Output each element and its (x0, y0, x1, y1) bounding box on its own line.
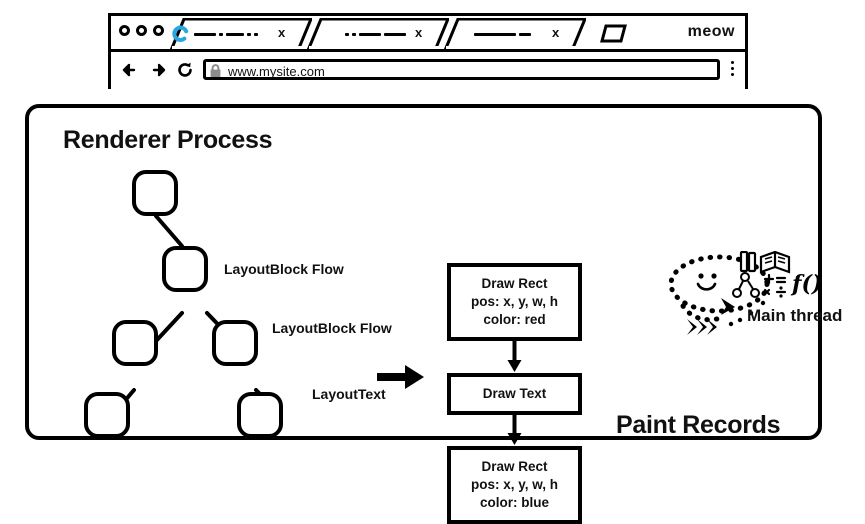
layout-tree-node-root[interactable] (132, 170, 178, 216)
layout-tree-diagram: LayoutBlock Flow LayoutBlock Flow Layout… (84, 168, 414, 438)
renderer-process-title: Renderer Process (63, 126, 273, 154)
layout-tree-label-block-flow-2: LayoutBlock Flow (272, 320, 392, 336)
layout-tree-node-text-1[interactable] (84, 392, 130, 438)
paint-record-3-line-3: color: blue (479, 495, 549, 510)
browser-window: x x x (108, 13, 748, 89)
paint-record-3-line-2: pos: x, y, w, h (470, 477, 558, 492)
tab-3-close-icon[interactable]: x (552, 25, 560, 40)
main-thread-label: Main thread (747, 306, 843, 325)
browser-brand-label: meow (687, 23, 735, 40)
paint-record-2-line-1: Draw Text (482, 386, 547, 401)
paint-record-box-3[interactable]: Draw Rect pos: x, y, w, h color: blue (447, 446, 582, 524)
window-control-dot-3[interactable] (153, 25, 164, 36)
url-text[interactable]: www.mysite.com (228, 64, 325, 79)
paint-record-1-line-2: pos: x, y, w, h (470, 294, 558, 309)
layout-tree-node-block-3[interactable] (212, 320, 258, 366)
browser-tab-3[interactable]: x (434, 18, 586, 49)
layout-tree-node-text-2[interactable] (237, 392, 283, 438)
layout-tree-node-block-1[interactable] (162, 246, 208, 292)
paint-record-3-line-1: Draw Rect (481, 459, 548, 474)
paint-record-1-line-1: Draw Rect (481, 276, 548, 291)
tab-favicon-spinner-icon (172, 25, 189, 42)
layout-tree-node-block-2[interactable] (112, 320, 158, 366)
tab-3-title (474, 29, 531, 39)
right-arrow-icon (377, 364, 425, 390)
window-controls[interactable] (119, 25, 164, 36)
new-tab-icon[interactable] (597, 23, 627, 43)
window-control-dot-1[interactable] (119, 25, 130, 36)
overflow-menu-icon[interactable] (731, 61, 734, 76)
renderer-process-frame: Renderer Process LayoutBlock Flow Layout… (25, 104, 842, 524)
paint-record-1-line-3: color: red (483, 312, 546, 327)
tab-1-close-icon[interactable]: x (278, 25, 286, 40)
main-thread-blob-icon: f() (668, 250, 822, 335)
forward-arrow-icon[interactable] (149, 61, 167, 79)
reload-icon[interactable] (176, 61, 194, 79)
paint-record-box-1[interactable]: Draw Rect pos: x, y, w, h color: red (447, 263, 582, 341)
paint-records-title: Paint Records (616, 411, 781, 439)
back-arrow-icon[interactable] (121, 61, 139, 79)
browser-tab-strip: x x x (111, 16, 745, 52)
main-thread-illustration: f() Main thread (665, 250, 865, 336)
lock-icon (209, 64, 222, 78)
paint-record-connector-2 (507, 415, 522, 445)
layout-tree-label-block-flow-1: LayoutBlock Flow (224, 261, 344, 277)
url-bar[interactable]: www.mysite.com (203, 59, 720, 80)
browser-toolbar: www.mysite.com (111, 52, 745, 89)
browser-tab-2[interactable]: x (297, 18, 449, 49)
tab-2-title (345, 29, 406, 39)
layout-tree-label-layout-text: LayoutText (312, 386, 386, 402)
window-control-dot-2[interactable] (136, 25, 147, 36)
browser-tab-1[interactable]: x (160, 18, 312, 49)
tab-1-title (194, 29, 258, 39)
tab-2-close-icon[interactable]: x (415, 25, 423, 40)
svg-text:f(): f() (790, 271, 822, 297)
paint-record-connector-1 (507, 341, 522, 372)
paint-record-box-2[interactable]: Draw Text (447, 373, 582, 415)
